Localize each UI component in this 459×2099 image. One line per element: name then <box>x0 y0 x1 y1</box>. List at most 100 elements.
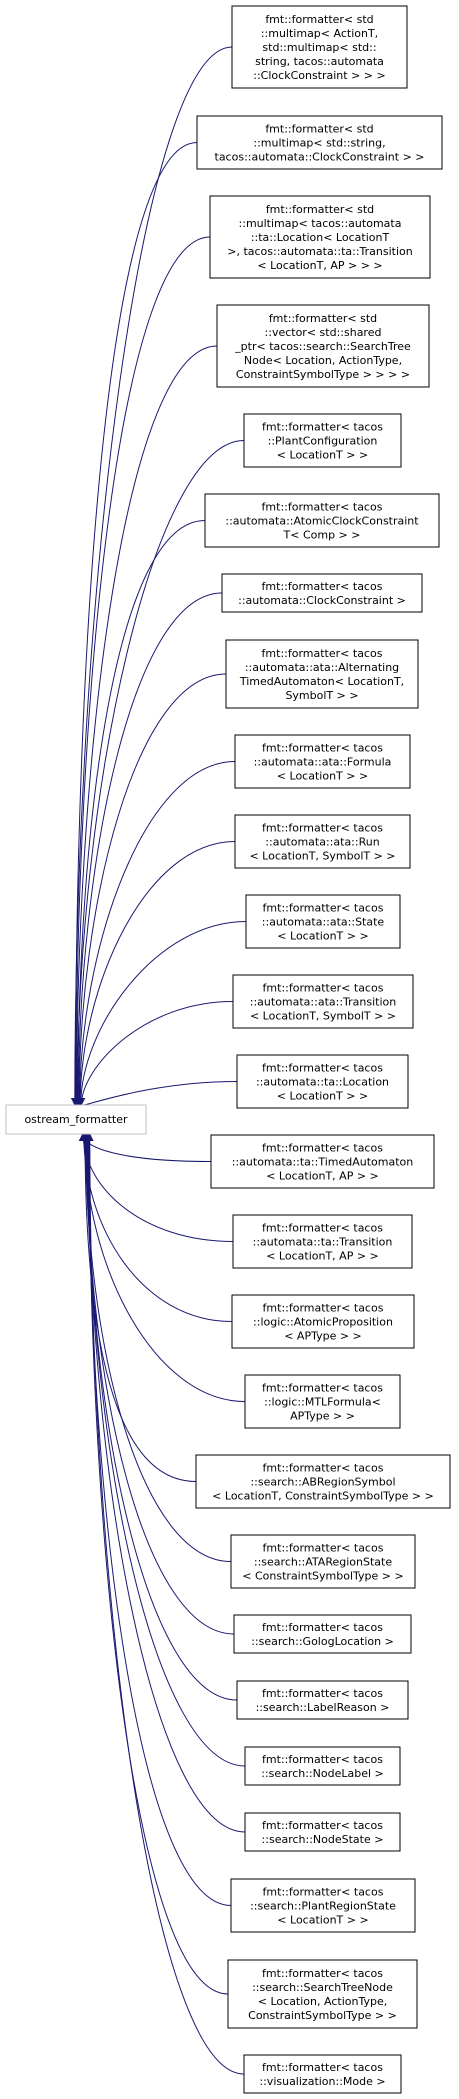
derived-node-label-line: ::multimap< std::string, <box>253 137 385 150</box>
derived-node-label-line: fmt::formatter< tacos <box>262 1687 383 1700</box>
root-node-box <box>5 1104 147 1135</box>
inheritance-edge <box>77 1001 234 1106</box>
derived-node-label-line: ::multimap< tacos::automata <box>239 217 402 230</box>
derived-node-label-line: < APType > > <box>284 1330 362 1343</box>
derived-node[interactable]: fmt::formatter< std::multimap< ActionT,s… <box>231 5 408 89</box>
inheritance-edge <box>74 592 223 1106</box>
derived-node-label-line: < LocationT, SymbolT > > <box>250 1010 396 1023</box>
inheritance-edge <box>78 1133 212 1162</box>
inheritance-edge <box>72 345 218 1106</box>
derived-node-box <box>234 734 411 789</box>
inheritance-edge <box>85 1133 245 2075</box>
derived-node-label-line: std::multimap< std:: <box>262 41 376 54</box>
derived-node[interactable]: fmt::formatter< tacos::search::SearchTre… <box>227 1959 418 2029</box>
derived-node-label-line: SymbolT > > <box>285 689 358 702</box>
derived-node-label-line: fmt::formatter< std <box>265 13 373 26</box>
derived-node-label-line: fmt::formatter< tacos <box>263 1542 384 1555</box>
derived-node-label-line: fmt::formatter< tacos <box>262 647 383 660</box>
derived-node-label-line: fmt::formatter< tacos <box>262 1142 383 1155</box>
derived-node-box <box>216 304 430 388</box>
inheritance-edge <box>79 1133 233 1322</box>
derived-node-label-line: ::automata::ta::Location <box>256 1076 389 1089</box>
derived-node-box <box>244 1374 401 1429</box>
root-node-label: ostream_formatter <box>24 1113 128 1126</box>
derived-node-label-line: fmt::formatter< tacos <box>262 1062 383 1075</box>
derived-node-label-line: ::logic::AtomicProposition <box>253 1316 393 1329</box>
derived-node-box <box>227 1959 418 2029</box>
derived-node-box <box>210 1134 435 1189</box>
derived-node-label-line: fmt::formatter< tacos <box>262 501 383 514</box>
inheritance-edge <box>75 673 227 1106</box>
derived-node[interactable]: fmt::formatter< tacos::search::PlantRegi… <box>230 1878 416 1933</box>
derived-node[interactable]: fmt::formatter< std::multimap< std::stri… <box>196 115 443 170</box>
derived-node[interactable]: fmt::formatter< tacos::search::ABRegionS… <box>195 1454 451 1509</box>
derived-node[interactable]: fmt::formatter< tacos::logic::AtomicProp… <box>231 1294 415 1349</box>
derived-node-label-line: fmt::formatter< tacos <box>262 421 383 434</box>
inheritance-edge <box>82 1133 238 1701</box>
derived-node[interactable]: fmt::formatter< tacos::automata::ClockCo… <box>221 573 423 613</box>
derived-node-label-line: fmt::formatter< tacos <box>262 1753 383 1766</box>
derived-node-label-line: ::automata::AtomicClockConstraint <box>225 515 419 528</box>
derived-node[interactable]: fmt::formatter< tacos::search::ATARegion… <box>230 1534 416 1589</box>
derived-node-label-line: ::multimap< ActionT, <box>261 27 378 40</box>
inheritance-edge <box>81 1133 197 1482</box>
inheritance-edge <box>84 1133 232 1906</box>
derived-node-label-line: fmt::formatter< tacos <box>262 580 383 593</box>
inheritance-edge <box>70 46 233 1106</box>
derived-node-label-line: < ConstraintSymbolType > > <box>242 1570 403 1583</box>
derived-node[interactable]: fmt::formatter< tacos::automata::ata::Al… <box>225 639 419 709</box>
derived-node-box <box>244 1812 401 1852</box>
derived-node-label-line: < LocationT, ConstraintSymbolType > > <box>212 1490 434 1503</box>
derived-node[interactable]: fmt::formatter< std::multimap< tacos::au… <box>209 195 431 279</box>
derived-node-label-line: fmt::formatter< tacos <box>263 902 384 915</box>
derived-node-label-line: ::logic::MTLFormula< <box>264 1396 381 1409</box>
derived-node-label-line: fmt::formatter< tacos <box>262 1967 383 1980</box>
derived-node[interactable]: fmt::formatter< tacos::automata::ta::Loc… <box>236 1054 409 1109</box>
derived-node-label-line: < LocationT, SymbolT > > <box>249 850 395 863</box>
derived-node-box <box>244 1746 401 1786</box>
derived-node-label-line: Node< Location, ActionType, <box>244 354 402 367</box>
derived-node-box <box>204 493 440 548</box>
derived-node[interactable]: fmt::formatter< tacos::search::NodeLabel… <box>244 1746 401 1786</box>
derived-node-label-line: ::visualization::Mode > <box>259 2075 385 2088</box>
derived-node-box <box>232 974 414 1029</box>
derived-node-label-line: < LocationT > > <box>277 449 368 462</box>
derived-node[interactable]: fmt::formatter< tacos::PlantConfiguratio… <box>243 413 402 468</box>
derived-node-label-line: ::automata::ta::TimedAutomaton <box>232 1156 413 1169</box>
derived-node-label-line: ::search::NodeLabel > <box>261 1767 383 1780</box>
derived-node[interactable]: fmt::formatter< std::vector< std::shared… <box>216 304 430 388</box>
derived-node[interactable]: fmt::formatter< tacos::automata::ata::Tr… <box>232 974 414 1029</box>
derived-node-label-line: fmt::formatter< tacos <box>263 1462 384 1475</box>
derived-node[interactable]: fmt::formatter< tacos::automata::ata::Fo… <box>234 734 411 789</box>
derived-node[interactable]: fmt::formatter< tacos::automata::ata::St… <box>245 894 401 949</box>
derived-nodes-layer: fmt::formatter< std::multimap< ActionT,s… <box>195 5 451 2094</box>
derived-node-label-line: ::ClockConstraint > > > <box>253 69 385 82</box>
derived-node-label-line: string, tacos::automata <box>255 55 384 68</box>
inheritance-edge <box>78 1081 238 1113</box>
inheritance-edge <box>83 1133 246 1767</box>
derived-node-label-line: ::automata::ta::Transition <box>253 1236 393 1249</box>
derived-node-label-line: ::PlantConfiguration <box>268 435 378 448</box>
derived-node-label-line: ::search::GologLocation > <box>251 1635 394 1648</box>
derived-node-label-line: ::search::SearchTreeNode <box>252 1981 393 1994</box>
derived-node[interactable]: fmt::formatter< tacos::visualization::Mo… <box>243 2054 402 2094</box>
derived-node[interactable]: fmt::formatter< tacos::automata::AtomicC… <box>204 493 440 548</box>
derived-node[interactable]: fmt::formatter< tacos::search::LabelReas… <box>236 1680 409 1720</box>
derived-node[interactable]: fmt::formatter< tacos::automata::ta::Tra… <box>232 1214 413 1269</box>
root-node-ostream-formatter[interactable]: ostream_formatter <box>5 1104 147 1135</box>
derived-node-label-line: < Location, ActionType, <box>258 1995 387 2008</box>
derived-node[interactable]: fmt::formatter< tacos::logic::MTLFormula… <box>244 1374 401 1429</box>
derived-node[interactable]: fmt::formatter< tacos::search::GologLoca… <box>233 1614 412 1654</box>
derived-node[interactable]: fmt::formatter< tacos::automata::ata::Ru… <box>234 814 411 869</box>
inheritance-edge <box>71 142 198 1106</box>
derived-node-label-line: ::search::NodeState > <box>262 1833 384 1846</box>
derived-node-box <box>234 814 411 869</box>
derived-node[interactable]: fmt::formatter< tacos::automata::ta::Tim… <box>210 1134 435 1189</box>
derived-node-label-line: < LocationT, AP > > <box>266 1170 379 1183</box>
derived-node[interactable]: fmt::formatter< tacos::search::NodeState… <box>244 1812 401 1852</box>
derived-node-box <box>225 639 419 709</box>
derived-node-box <box>243 2054 402 2094</box>
derived-node-label-line: < LocationT > > <box>277 770 368 783</box>
derived-node-label-line: ::search::LabelReason > <box>256 1701 390 1714</box>
derived-node-label-line: ::search::ATARegionState <box>254 1556 392 1569</box>
